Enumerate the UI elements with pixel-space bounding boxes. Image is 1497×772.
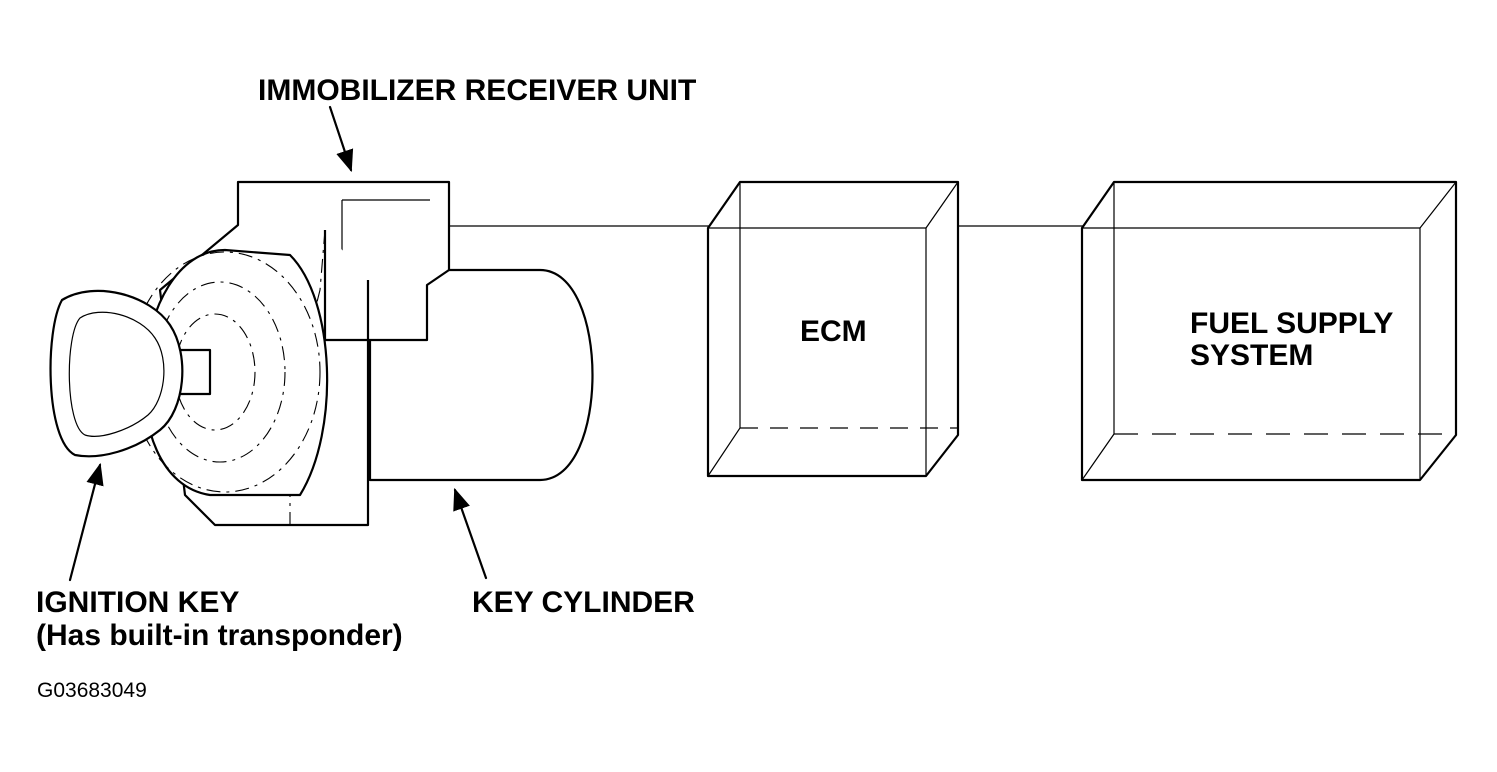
immobilizer-receiver-unit-label: IMMOBILIZER RECEIVER UNIT [258, 74, 696, 107]
arrow-to-key-cylinder [453, 487, 488, 580]
ignition-key [49, 289, 212, 458]
fuel-supply-system-box[interactable]: FUEL SUPPLY SYSTEM [1080, 180, 1458, 482]
fuel-supply-label-line2: SYSTEM [1190, 339, 1313, 372]
ecm-label: ECM [800, 315, 867, 348]
arrow-to-ignition-key [68, 462, 104, 582]
arrow-to-receiver-unit [328, 105, 354, 173]
figure-code: G03683049 [37, 679, 147, 702]
ecm-box[interactable]: ECM [706, 180, 960, 478]
ignition-key-label-line1: IGNITION KEY [36, 586, 239, 619]
fuel-supply-label-line1: FUEL SUPPLY [1190, 307, 1393, 340]
antenna-coil [129, 230, 370, 497]
ignition-key-label-line2: (Has built-in transponder) [36, 619, 403, 652]
key-cylinder-label: KEY CYLINDER [472, 586, 695, 619]
